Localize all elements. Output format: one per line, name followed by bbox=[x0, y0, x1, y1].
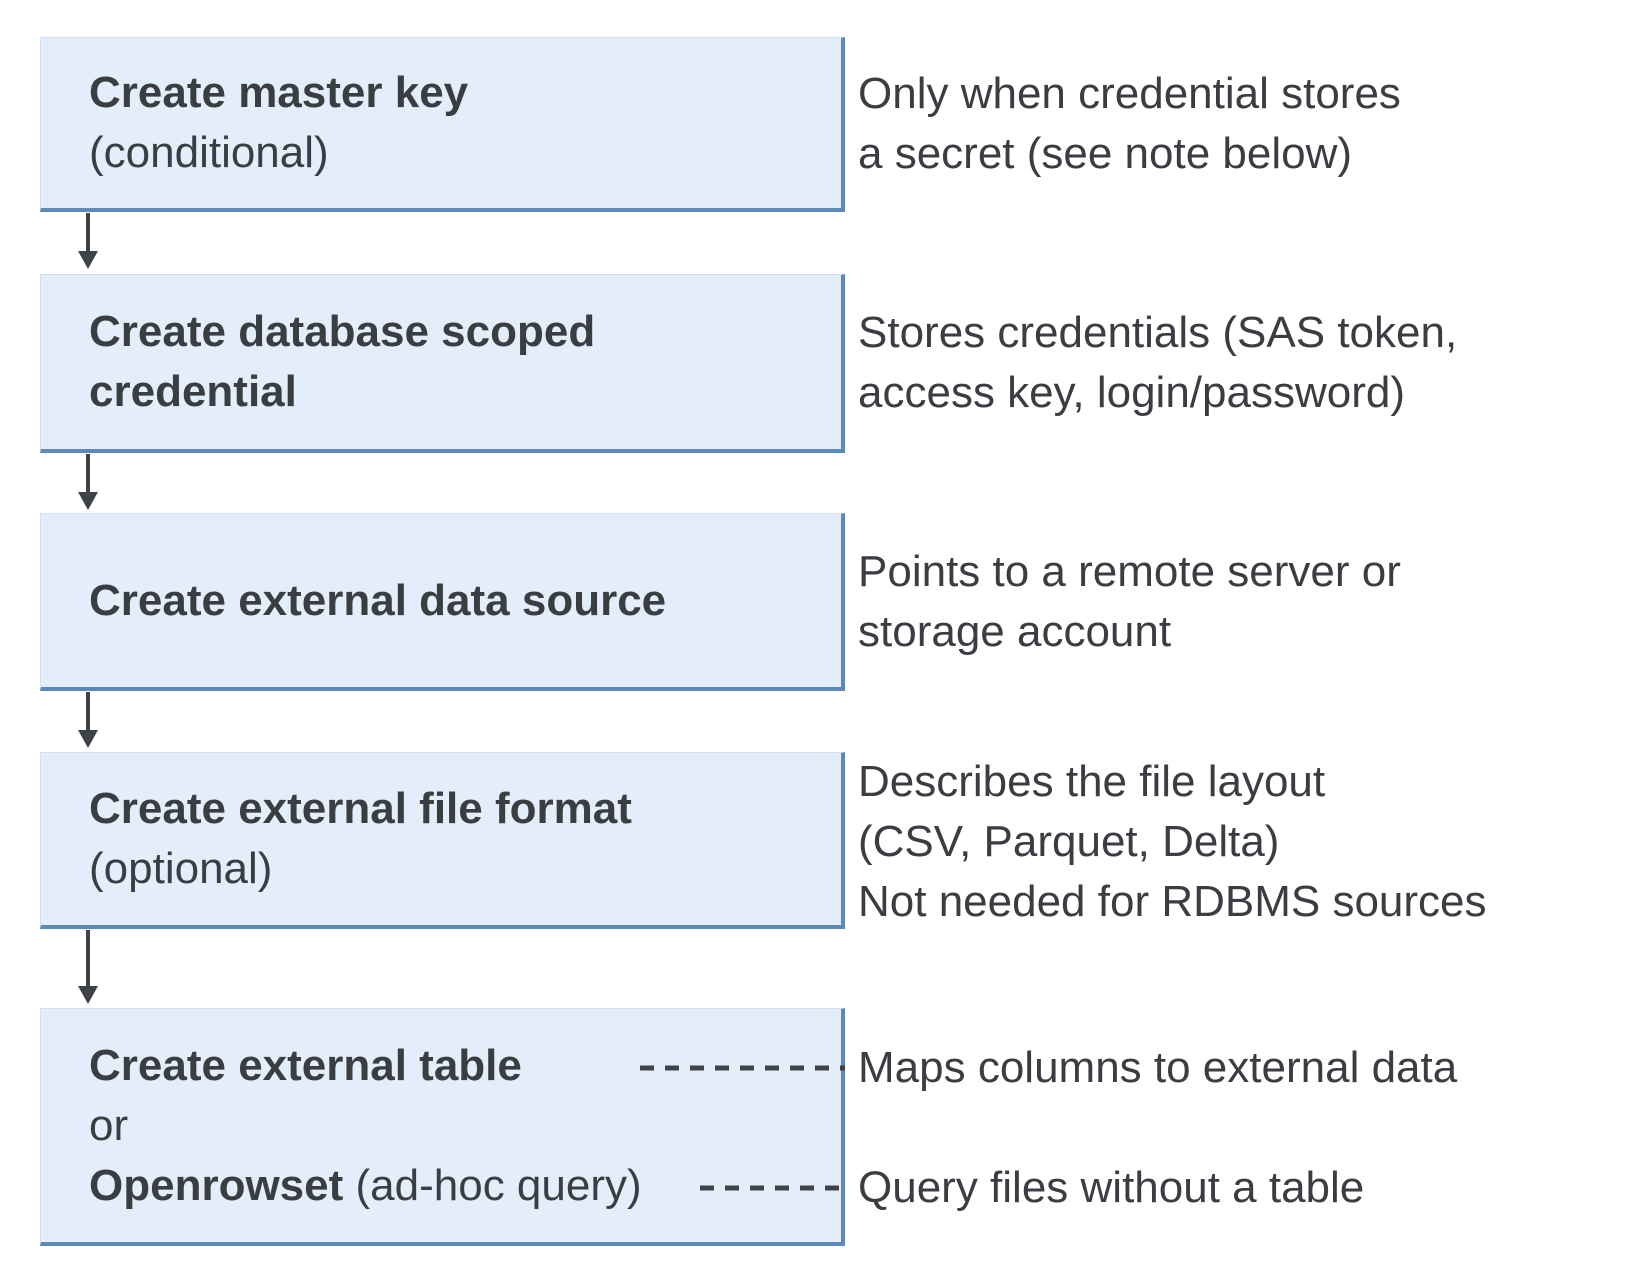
step-box-external-table-or-openrowset: Create external table or Openrowset (ad-… bbox=[40, 1008, 845, 1246]
step-title: Create external data source bbox=[89, 575, 667, 625]
step-title: Create master key bbox=[89, 68, 469, 117]
step-title: Create database scoped bbox=[89, 307, 596, 356]
note-line: Only when credential stores bbox=[858, 69, 1401, 118]
step-box-database-scoped-credential: Create database scoped credential bbox=[40, 274, 845, 453]
note-line: Stores credentials (SAS token, bbox=[858, 308, 1458, 357]
step-option-1: Create external table bbox=[89, 1040, 522, 1090]
step-subtitle: (conditional) bbox=[89, 128, 329, 177]
note-line: Maps columns to external data bbox=[858, 1043, 1458, 1092]
note-line: a secret (see note below) bbox=[858, 129, 1353, 178]
note-line: Query files without a table bbox=[858, 1163, 1365, 1212]
note-master-key: Only when credential stores a secret (se… bbox=[858, 64, 1401, 184]
note-line: storage account bbox=[858, 607, 1172, 656]
note-line: Describes the file layout bbox=[858, 757, 1326, 806]
step-title: Create external file format bbox=[89, 784, 632, 833]
down-arrow-icon bbox=[78, 692, 98, 748]
down-arrow-icon bbox=[78, 454, 98, 510]
dashed-connector-line bbox=[700, 1185, 845, 1191]
dashed-connector-line bbox=[640, 1065, 845, 1071]
down-arrow-icon bbox=[78, 213, 98, 269]
step-box-create-master-key: Create master key (conditional) bbox=[40, 37, 845, 212]
note-file-format: Describes the file layout (CSV, Parquet,… bbox=[858, 752, 1487, 932]
note-line: Not needed for RDBMS sources bbox=[858, 877, 1487, 926]
note-openrowset: Query files without a table bbox=[858, 1158, 1364, 1218]
step-box-external-file-format: Create external file format (optional) bbox=[40, 752, 845, 929]
step-conjunction: or bbox=[89, 1100, 129, 1150]
note-line: Points to a remote server or bbox=[858, 547, 1401, 596]
note-external-table: Maps columns to external data bbox=[858, 1038, 1457, 1098]
step-subtitle: (optional) bbox=[89, 844, 273, 893]
note-credential: Stores credentials (SAS token, access ke… bbox=[858, 303, 1457, 423]
step-option-2: Openrowset (ad-hoc query) bbox=[89, 1156, 841, 1216]
step-title: credential bbox=[89, 367, 297, 416]
step-option-2-keyword: Openrowset bbox=[89, 1160, 344, 1210]
step-option-2-detail: (ad-hoc query) bbox=[343, 1160, 642, 1210]
note-data-source: Points to a remote server or storage acc… bbox=[858, 542, 1401, 662]
step-box-external-data-source: Create external data source bbox=[40, 513, 845, 691]
down-arrow-icon bbox=[78, 930, 98, 1004]
note-line: access key, login/password) bbox=[858, 368, 1405, 417]
note-line: (CSV, Parquet, Delta) bbox=[858, 817, 1280, 866]
